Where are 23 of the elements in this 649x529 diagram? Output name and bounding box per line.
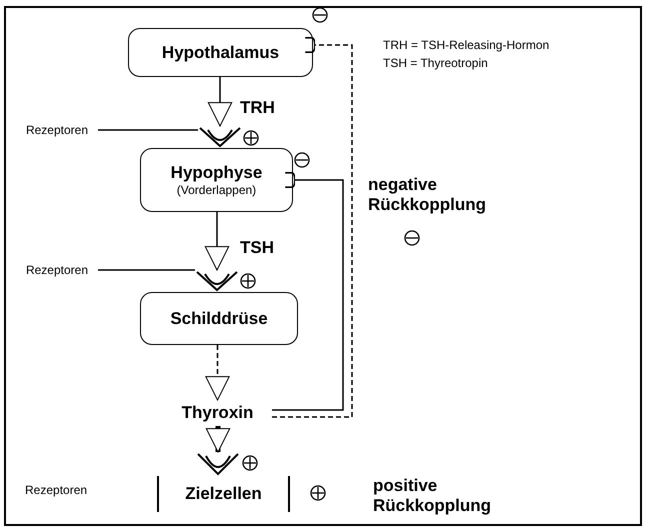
rounded-box [128, 28, 313, 77]
arrow [206, 426, 230, 452]
arrow [205, 345, 230, 400]
arrow [208, 77, 232, 126]
label-text: Rezeptoren [26, 123, 88, 137]
node-title: Zielzellen [185, 484, 262, 504]
label-text: Rezeptoren [25, 483, 88, 497]
feedback-line [272, 172, 344, 411]
note-text: TRH = TSH-Releasing-Hormon [383, 38, 550, 52]
rounded-box [140, 292, 298, 345]
legend-text: positive Rückkopplung [373, 476, 492, 516]
node-title: Hypothalamus [162, 42, 280, 62]
arrow [204, 212, 230, 270]
label-text: Rezeptoren [26, 263, 88, 277]
node-title: Hypophyse [170, 163, 262, 183]
feedback-line [272, 37, 353, 418]
legend-text: negative Rückkopplung [368, 175, 488, 215]
bracketed-node [157, 476, 290, 512]
note-text: TSH = Thyreotropin [383, 56, 488, 70]
node-title: Thyroxin [182, 403, 254, 423]
node-title: Schilddrüse [170, 308, 268, 328]
node-subtitle: (Vorderlappen) [176, 183, 256, 197]
rounded-box [140, 148, 293, 212]
